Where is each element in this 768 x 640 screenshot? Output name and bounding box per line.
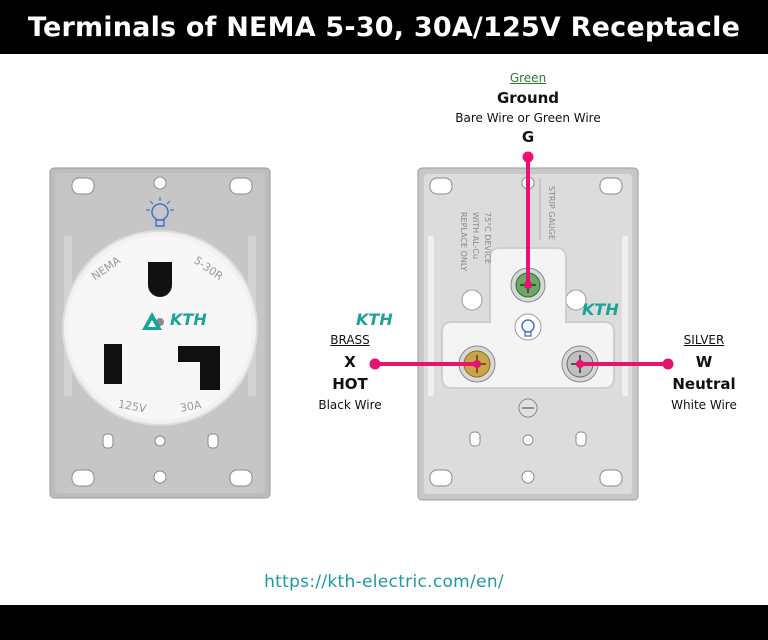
ground-screw (510, 267, 546, 303)
ground-letter-label: G (521, 128, 535, 146)
bottom-bar (0, 605, 768, 640)
front-face (62, 230, 258, 426)
front-mounting-plate (49, 167, 271, 499)
hot-color-label: BRASS (330, 333, 370, 347)
hot-letter-label: X (344, 353, 356, 371)
brass-screw (458, 345, 496, 383)
ground-color-label: Green (509, 71, 547, 85)
hot-name-label: HOT (332, 375, 368, 393)
front-neutral-slot (178, 346, 220, 390)
neutral-name-label: Neutral (672, 375, 736, 393)
neutral-wire-label: White Wire (671, 398, 737, 412)
front-nema-text: NEMA (89, 253, 124, 284)
footer-url-link[interactable]: https://kth-electric.com/en/ (264, 572, 504, 592)
front-ground-slot (148, 262, 172, 297)
back-strip-gauge-text: STRIP GAUGE (547, 186, 556, 241)
hot-wire-label: Black Wire (318, 398, 382, 412)
back-kth-brand-left: KTH (356, 310, 393, 329)
neutral-color-label: SILVER (683, 333, 725, 347)
ground-name-label: Ground (496, 89, 560, 107)
back-bulb-icon (514, 313, 542, 341)
leader-lines (369, 151, 674, 370)
front-voltage-text: 125V (117, 397, 148, 416)
back-replace-text-2: WITH AL-Cu (471, 212, 480, 260)
front-kth-brand: KTH (170, 310, 207, 329)
front-amp-text: 30A (179, 398, 203, 415)
back-replace-text-1: REPLACE ONLY (459, 212, 468, 272)
front-bulb-icon (146, 197, 174, 227)
back-kth-brand-right: KTH (582, 300, 619, 319)
front-hot-slot (104, 344, 122, 384)
page-title: Terminals of NEMA 5-30, 30A/125V Recepta… (0, 0, 768, 54)
silver-screw (561, 345, 599, 383)
front-rating-text: 5-30R (191, 253, 226, 284)
back-replace-text-3: 75°C DEVICE (483, 212, 492, 264)
back-mounting-plate (417, 167, 639, 501)
ground-wire-label: Bare Wire or Green Wire (455, 111, 601, 125)
front-kth-logo (142, 312, 162, 330)
neutral-letter-label: W (695, 353, 713, 371)
